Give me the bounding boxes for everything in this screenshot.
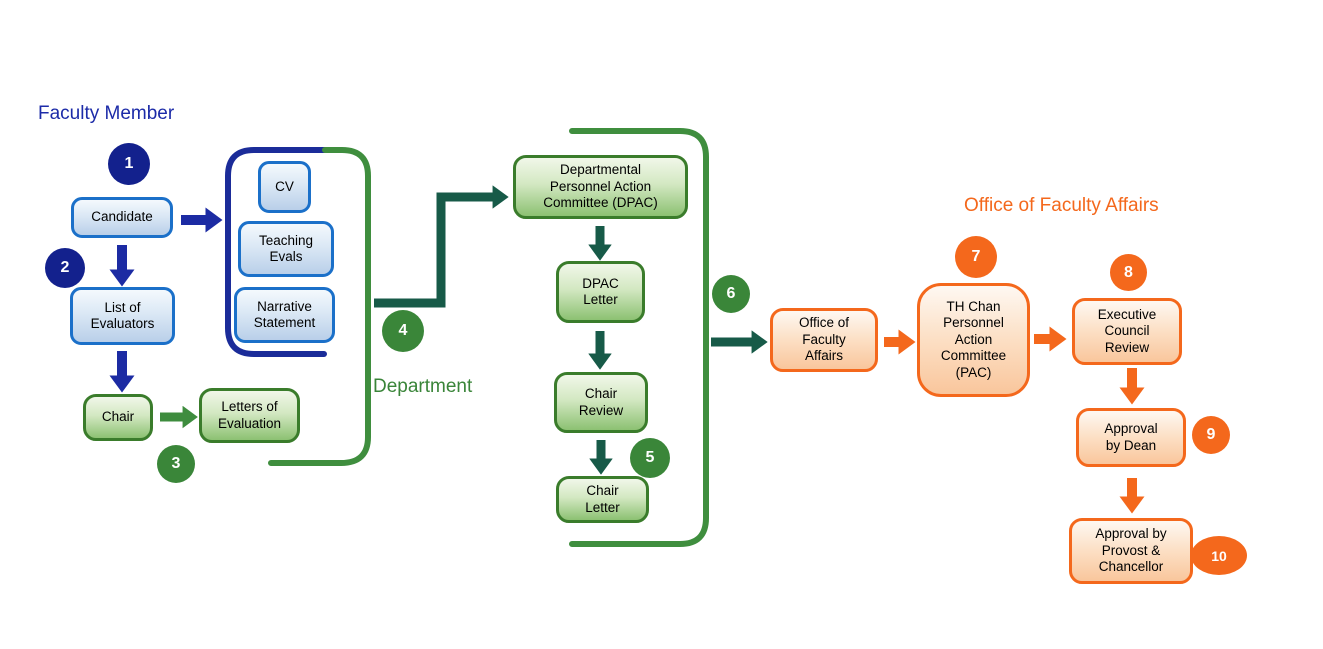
executive-council-review-box: Executive Council Review — [1072, 298, 1182, 365]
step-8-badge: 8 — [1110, 254, 1147, 291]
step-2-badge: 2 — [45, 248, 85, 288]
step-10-badge: 10 — [1191, 536, 1247, 575]
step-9-badge: 9 — [1192, 416, 1230, 454]
chair-review-box: Chair Review — [554, 372, 648, 433]
step-6-badge: 6 — [712, 275, 750, 313]
step-4-badge: 4 — [382, 310, 424, 352]
cv-box: CV — [258, 161, 311, 213]
office-of-faculty-affairs-box: Office of Faculty Affairs — [770, 308, 878, 372]
office-of-faculty-affairs-label: Office of Faculty Affairs — [964, 195, 1159, 216]
approval-by-provost-chancellor-box: Approval by Provost & Chancellor — [1069, 518, 1193, 584]
department-label: Department — [373, 376, 473, 397]
narrative-statement-box: Narrative Statement — [234, 287, 335, 343]
arrow-elbow-to-dpac — [374, 185, 509, 308]
teaching-evals-box: Teaching Evals — [238, 221, 334, 277]
chair-letter-box: Chair Letter — [556, 476, 649, 523]
candidate-box: Candidate — [71, 197, 173, 238]
step-7-badge: 7 — [955, 236, 997, 278]
approval-by-dean-box: Approval by Dean — [1076, 408, 1186, 467]
letters-of-evaluation-box: Letters of Evaluation — [199, 388, 300, 443]
dpac-letter-box: DPAC Letter — [556, 261, 645, 323]
chair-box: Chair — [83, 394, 153, 441]
faculty-member-label: Faculty Member — [38, 103, 175, 124]
step-1-badge: 1 — [108, 143, 150, 185]
step-3-badge: 3 — [157, 445, 195, 483]
step-5-badge: 5 — [630, 438, 670, 478]
dpac-box: Departmental Personnel Action Committee … — [513, 155, 688, 219]
pac-box: TH Chan Personnel Action Committee (PAC) — [917, 283, 1030, 397]
list-of-evaluators-box: List of Evaluators — [70, 287, 175, 345]
